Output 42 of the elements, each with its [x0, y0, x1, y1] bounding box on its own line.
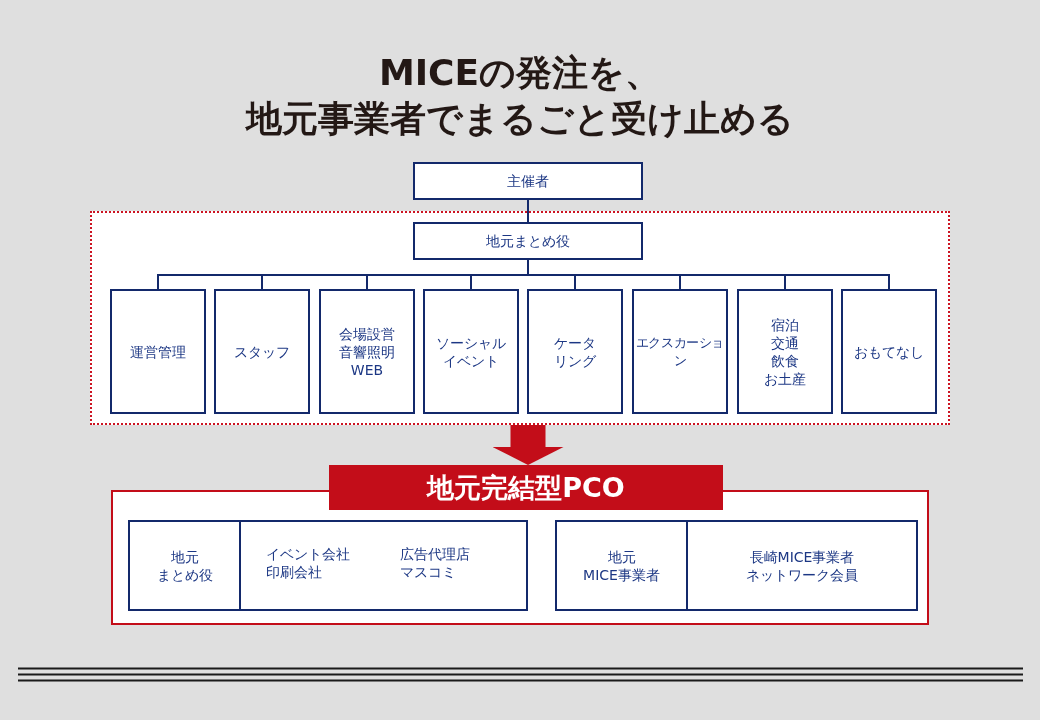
- node-label: スタッフ: [234, 342, 290, 361]
- node-label: ソーシャルイベント: [436, 333, 506, 370]
- node-label: 地元MICE事業者: [583, 547, 660, 584]
- node-label: 印刷会社: [266, 563, 322, 581]
- node-label: お土産: [764, 369, 806, 388]
- node-label: 地元まとめ役: [486, 232, 570, 250]
- role-box: [841, 289, 937, 414]
- role-box: [632, 289, 728, 414]
- dotted-region: [90, 211, 950, 425]
- node-label: おもてなし: [854, 342, 924, 361]
- node-label: エクスカーション: [635, 333, 725, 370]
- member-panel: [686, 520, 918, 611]
- node-label: 主催者: [507, 172, 549, 190]
- org-box: [413, 162, 643, 200]
- title: MICEの発注を、地元事業者でまるごと受け止める: [246, 51, 794, 141]
- member-panel: [555, 520, 688, 611]
- member-panel: [128, 520, 241, 611]
- block-arrow: [492, 425, 564, 465]
- node-label: 広告代理店: [400, 545, 470, 563]
- connector-line: [527, 199, 529, 223]
- node-label: WEB: [350, 360, 384, 379]
- frame-heading: 地元完結型PCO: [427, 471, 625, 504]
- org-box: [413, 222, 643, 260]
- node-label: 交通: [771, 333, 799, 352]
- tabbed-frame: [111, 465, 929, 625]
- node-label: マスコミ: [400, 563, 456, 581]
- role-box: [423, 289, 519, 414]
- node-label: 音響照明: [339, 342, 395, 361]
- node-label: 運営管理: [130, 342, 186, 361]
- role-box: [319, 289, 415, 414]
- node-label: 地元まとめ役: [156, 547, 213, 584]
- member-panel: [239, 520, 528, 611]
- role-box: [737, 289, 833, 414]
- node-label: 会場設営: [339, 324, 395, 343]
- node-label: 飲食: [771, 351, 799, 370]
- role-box: [527, 289, 623, 414]
- role-box: [110, 289, 206, 414]
- node-label: イベント会社: [266, 545, 350, 563]
- node-label: ケータリング: [554, 333, 596, 370]
- node-label: 宿泊: [771, 315, 799, 334]
- role-box: [214, 289, 310, 414]
- node-label: 長崎MICE事業者ネットワーク会員: [746, 547, 858, 584]
